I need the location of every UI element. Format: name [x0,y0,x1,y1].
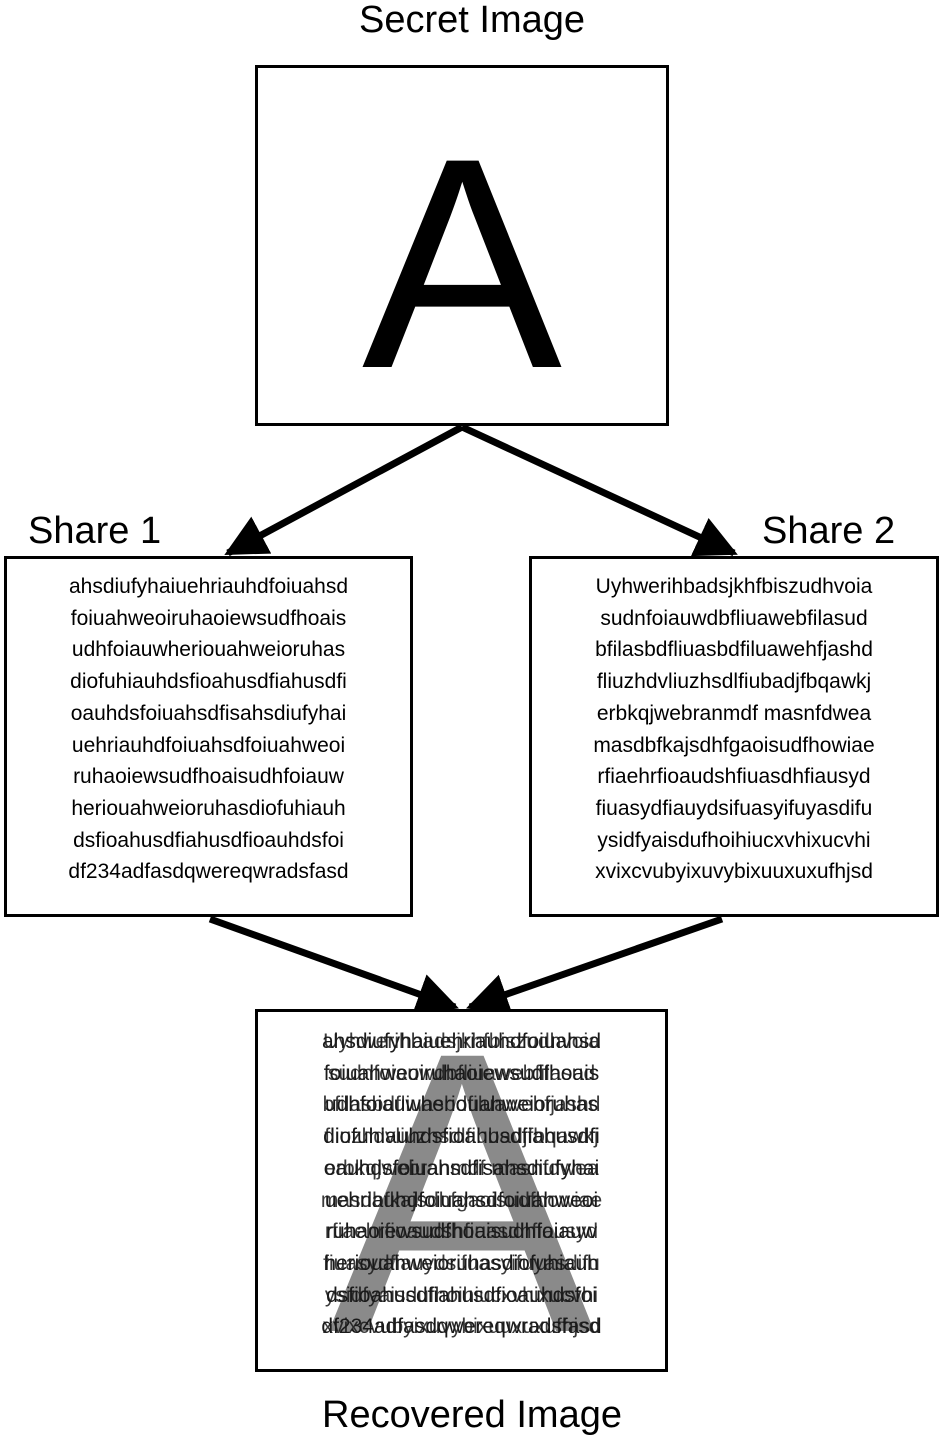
recovered-image-box: A ahsdiufyhaiuehriauhdfoiuahsd foiuahweo… [255,969,668,1416]
share1-box: ahsdiufyhaiuehriauhdfoiuahsd foiuahweoir… [4,556,413,917]
arrow-secret-to-share1 [224,423,464,557]
overlay-line: udhfoiauwheriouahweioruhas [324,1093,599,1117]
share2-text: Uyhwerihbadsjkhfbiszudhvoia sudnfoiauwdb… [532,571,936,888]
arrow-share2-to-recovered [466,915,724,1015]
overlay-line: foiuahweoiruhaoiewsudfhoais [323,1061,600,1085]
recovered-share1-overlay: ahsdiufyhaiuehriauhdfoiuahsd foiuahweoir… [258,1026,665,1343]
share1-line: dsfioahusdfiahusdfioauhdsfoi [73,828,344,852]
share2-line: fliuzhdvliuzhsdlfiubadjfbqawkj [596,670,872,694]
share1-line: uehriauhdfoiuahsdfoiuahweoi [71,733,346,757]
overlay-line: uehriauhdfoiuahsdfoiuahweoi [324,1188,599,1212]
share1-text: ahsdiufyhaiuehriauhdfoiuahsd foiuahweoir… [7,571,410,888]
share2-line: xvixcvubyixuvybixuuxuxufhjsd [595,860,873,884]
share1-line: diofuhiauhdsfioahusdfiahusdfi [70,670,347,694]
share2-title: Share 2 [762,510,896,552]
share1-line: oauhdsfoiuahsdfisahsdiufyhai [70,701,347,725]
share2-line: sudnfoiauwdbfliuawebfilasud [600,606,868,630]
share2-line: rfiaehrfioaudshfiuasdhfiausyd [597,765,871,789]
overlay-line: diofuhiauhdsfioahusdfiahusdfi [323,1125,600,1149]
share2-line: erbkqjwebranmdf masnfdwea [596,701,872,725]
share1-title: Share 1 [28,510,162,552]
overlay-line: ahsdiufyhaiuehriauhdfoiuahsd [321,1030,602,1053]
share1-line: udhfoiauwheriouahweioruhas [71,638,346,662]
overlay-line: sudnfoiauwdbfliuawebfilasud [327,1061,596,1085]
overlay-line: ysidfyaisdufhoihiucxvhixucvhi [324,1283,599,1307]
overlay-line: rfiaehrfioaudshfiuasdhfiausyd [324,1220,599,1244]
overlay-line: oauhdsfoiuahsdfisahsdiufyhai [323,1156,600,1180]
arrow-secret-to-share2 [460,423,738,557]
overlay-line: df234adfasdqwereqwradsfasd [321,1315,602,1339]
share1-line: ahsdiufyhaiuehriauhdfoiuahsd [68,575,349,598]
share1-line: ruhaoiewsudfhoaisudhfoiauw [73,765,344,789]
overlay-line: erbkqjwebranmdf masnfdwea [324,1156,599,1180]
share2-line: bfilasbdfliuasbdfiluawehfjashd [595,638,873,662]
share2-line: Uyhwerihbadsjkhfbiszudhvoia [595,575,873,598]
overlay-line: bfilasbdfliuasbdfiluawehfjashd [322,1093,601,1117]
secret-image-box: A [255,65,669,426]
recovered-share2-overlay: Uyhwerihbadsjkhfbiszudhvoia sudnfoiauwdb… [258,1026,665,1343]
overlay-line: ruhaoiewsudfhoaisudhfoiauw [326,1220,597,1244]
overlay-line: fiuasydfiauydsifuasyifuyasdifu [323,1251,600,1275]
overlay-line: Uyhwerihbadsjkhfbiszudhvoia [323,1030,600,1053]
arrow-share1-to-recovered [208,915,459,1014]
share1-line: foiuahweoiruhaoiewsudfhoais [70,606,347,630]
share2-box: Uyhwerihbadsjkhfbiszudhvoia sudnfoiauwdb… [529,556,939,917]
overlay-line: dsfioahusdfiahusdfioauhdsfoi [326,1283,597,1307]
recovered-letter: A [328,969,595,1416]
share1-line: df234adfasdqwereqwradsfasd [68,860,349,884]
overlay-line: xvixcvubyixuvybixuuxuxufhjsd [322,1315,601,1339]
secret-image-title: Secret Image [359,0,585,41]
overlay-line: fliuzhdvliuzhsdlfiubadjfbqawkj [324,1125,599,1149]
overlay-line: masdbfkajsdhfgaoisudfhowiae [320,1188,603,1212]
overlay-line: heriouahweioruhasdiofuhiauh [324,1251,599,1275]
secret-letter: A [361,95,563,431]
share1-line: heriouahweioruhasdiofuhiauh [71,796,346,820]
recovered-image-title: Recovered Image [322,1394,622,1436]
share2-line: ysidfyaisdufhoihiucxvhixucvhi [597,828,871,852]
share2-line: masdbfkajsdhfgaoisudfhowiae [593,733,875,757]
share2-line: fiuasydfiauydsifuasyifuyasdifu [595,796,873,820]
